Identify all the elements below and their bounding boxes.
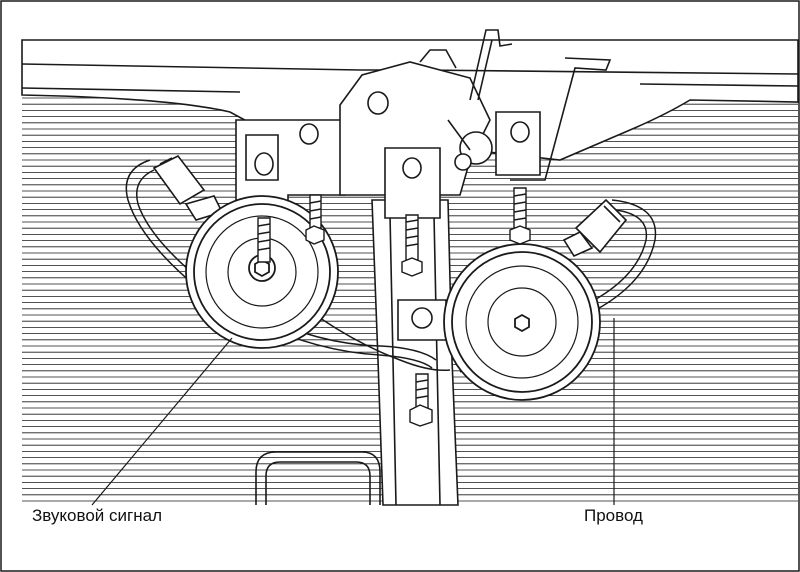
bolt-center-lower	[409, 373, 433, 427]
horn-label: Звуковой сигнал	[32, 506, 162, 525]
wire-label: Провод	[584, 506, 643, 525]
leader-lines	[91, 318, 615, 506]
mounting-bolts	[257, 187, 531, 427]
right-horn-connector	[562, 198, 628, 258]
bolt-right-bracket	[509, 187, 531, 245]
hood-latch	[339, 29, 612, 196]
left-horn-connector	[152, 154, 224, 221]
center-brackets	[384, 147, 447, 341]
leader-line-horn	[91, 337, 233, 506]
bolt-left-bracket	[305, 194, 325, 245]
lower-bracket	[255, 451, 381, 505]
right-horn	[443, 243, 601, 401]
bolt-center-upper	[401, 214, 423, 277]
bolt-left-horn	[257, 217, 271, 263]
center-support	[371, 199, 459, 506]
